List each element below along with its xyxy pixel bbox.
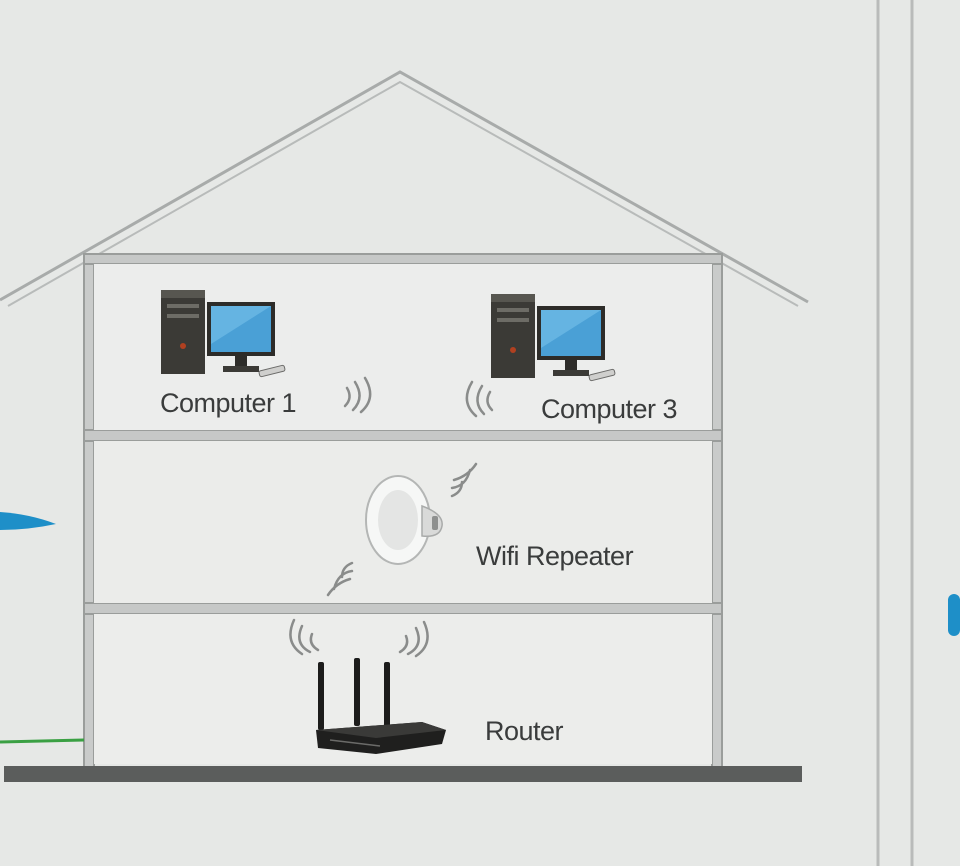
wireless-signal-icon xyxy=(465,380,494,418)
device-label-wifi-repeater: Wifi Repeater xyxy=(476,541,634,571)
device-label-computer-1: Computer 1 xyxy=(160,388,297,418)
blue-cable-right xyxy=(948,594,960,636)
wireless-signal-icon xyxy=(450,462,478,498)
house-roof xyxy=(0,70,809,304)
device-label-computer-3: Computer 3 xyxy=(541,394,678,424)
desktop-computer-icon xyxy=(491,294,616,382)
house-wall-right xyxy=(711,257,723,771)
wireless-signal-icon xyxy=(289,618,320,656)
wireless-signal-icon xyxy=(326,561,354,597)
house-roof-inner xyxy=(7,80,799,307)
floor-slab-upper xyxy=(83,429,723,442)
floor-slab-middle xyxy=(83,602,723,615)
wireless-signal-icon xyxy=(343,376,372,414)
router-icon xyxy=(316,658,446,754)
device-label-router: Router xyxy=(485,716,564,746)
ground-line xyxy=(4,766,802,782)
wireless-signal-icon xyxy=(398,620,429,658)
desktop-computer-icon xyxy=(161,290,286,378)
green-cable xyxy=(0,738,85,744)
house-wall-left xyxy=(83,257,95,771)
blue-cable xyxy=(0,512,56,530)
house-ceiling xyxy=(83,253,723,265)
wifi-repeater-icon xyxy=(365,475,443,565)
